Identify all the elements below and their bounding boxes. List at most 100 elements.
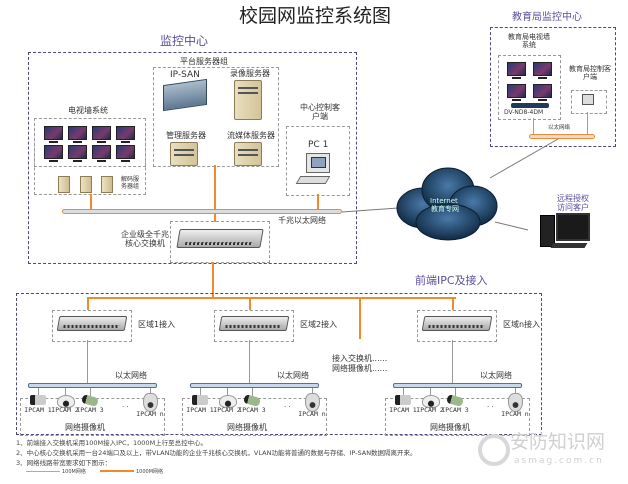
decoder-model-label: DV-ND8-4DM [504, 109, 544, 116]
monitor-icon [92, 126, 111, 143]
ptz-camera-icon [305, 393, 320, 412]
monitoring-center-box [28, 52, 357, 264]
watermark-name: 安防知识网 [510, 431, 606, 453]
camera-group-label: 网络摄像机 [65, 423, 105, 432]
watermark-url: asmag.com.cn [514, 456, 604, 466]
region-ethernet-bar [393, 383, 522, 388]
edu-tv-wall-label: 教育局电视墙系统 [508, 33, 550, 50]
edu-center-box [490, 27, 616, 147]
region-network-label: 以太网络 [277, 371, 309, 380]
streaming-server-icon [234, 142, 262, 166]
monitor-icon [533, 62, 552, 79]
box-camera-icon [395, 395, 411, 405]
edu-network-label: 以太网络 [548, 125, 571, 131]
monitor-icon [44, 126, 63, 143]
edu-ethernet-bus [529, 134, 595, 139]
core-switch-box [170, 221, 270, 263]
camera-label: IPCAM 3 [441, 406, 469, 414]
camera-label: IPCAM 1 [186, 406, 214, 414]
camera-label: IPCAM 3 [238, 406, 266, 414]
access-switch-box [417, 310, 497, 342]
streaming-server-label: 流媒体服务器 [227, 131, 275, 140]
monitor-icon [44, 145, 63, 162]
access-switch-box [52, 310, 132, 342]
camera-label: IPCAM 2 [416, 406, 444, 414]
ipsan-label: IP-SAN [170, 70, 200, 80]
decoder-icon [511, 103, 549, 108]
server-group-label: 平台服务器组 [180, 57, 228, 66]
management-server-label: 管理服务器 [166, 131, 206, 140]
camera-label: IPCAM 1 [389, 406, 417, 414]
monitor-icon [507, 62, 526, 79]
camera-group-label: 网络摄像机 [227, 423, 267, 432]
note-3: 3、网络线路带宽要求如下图示： [16, 459, 112, 467]
pc1-label: PC 1 [308, 140, 329, 150]
ellipsis: · · [284, 403, 291, 411]
pc-icon [582, 94, 594, 105]
region-switch-label: 区域n接入 [503, 320, 541, 329]
watermark-logo-icon [478, 434, 510, 466]
ptz-camera-icon [508, 393, 523, 412]
edu-tv-wall-box [498, 55, 561, 120]
pc-tower-icon [540, 215, 555, 247]
camera-label: IPCAM n [298, 410, 326, 418]
region-network-label: 以太网络 [480, 371, 512, 380]
access-switch-icon [56, 316, 128, 331]
camera-label: IPCAM n [501, 410, 529, 418]
access-switch-box [214, 310, 294, 342]
remote-pc-monitor-icon [556, 213, 590, 241]
camera-label: IPCAM 3 [76, 406, 104, 414]
gigabit-ethernet-bus [62, 209, 342, 214]
camera-label: IPCAM 2 [51, 406, 79, 414]
control-client-label: 中心控制客户端 [300, 103, 340, 122]
gigabit-network-label: 千兆以太网络 [278, 216, 326, 225]
record-server-icon [234, 80, 262, 120]
camera-label: IPCAM 1 [24, 406, 52, 414]
monitor-icon [92, 145, 111, 162]
monitor-icon [68, 126, 87, 143]
edu-center-label: 教育局监控中心 [512, 12, 582, 23]
region-network-label: 以太网络 [115, 371, 147, 380]
dome-camera-icon [219, 395, 237, 408]
record-server-label: 录像服务器 [230, 69, 270, 78]
monitoring-center-label: 监控中心 [160, 34, 209, 48]
legend-1000m-label: 1000M网络 [136, 469, 164, 475]
server-group-box [153, 67, 279, 167]
camera-label: IPCAM n [136, 410, 164, 418]
monitor-icon [533, 84, 552, 101]
camera-label: IPCAM 2 [213, 406, 241, 414]
more-switches-text: 接入交换机...... [332, 354, 388, 363]
note-2: 2、中心核心交换机采用一台24端口及以上，带VLAN功能的企业千兆核心交换机，V… [16, 449, 417, 457]
internet-cloud-icon [396, 167, 498, 241]
cloud-label-internet: Internet [430, 197, 458, 205]
frontend-label: 前端IPC及接入 [415, 274, 488, 287]
region-switch-label: 区域2接入 [300, 320, 338, 329]
legend-100m-line [26, 471, 60, 472]
legend-1000m-line [100, 470, 134, 472]
core-switch-label: 企业级全千兆核心交换机 [121, 230, 169, 249]
frontend-box [16, 293, 542, 435]
monitor-icon [116, 126, 135, 143]
note-1: 1、前端接入交换机采用100M接入IPC，1000M上行至总控中心。 [16, 439, 208, 447]
decoder-server-icon [58, 176, 70, 193]
box-camera-icon [30, 395, 46, 405]
monitor-icon [507, 84, 526, 101]
keyboard-icon [550, 243, 588, 248]
decoder-server-icon [80, 176, 92, 193]
access-switch-icon [218, 316, 290, 331]
dome-camera-icon [57, 395, 75, 408]
decoder-server-icon [101, 176, 113, 193]
box-camera-icon [192, 395, 208, 405]
region-switch-label: 区域1接入 [138, 320, 176, 329]
monitor-icon [68, 145, 87, 162]
camera-group-label: 网络摄像机 [430, 423, 470, 432]
ellipsis: · · [122, 403, 129, 411]
diagram-title: 校园网监控系统图 [238, 5, 391, 27]
decoder-group-label: 解码服务器组 [120, 176, 139, 190]
edu-client-label: 教育局控制客户端 [569, 65, 611, 82]
cloud-label-edu-net: 教育专网 [431, 205, 459, 213]
region-ethernet-bar [190, 383, 319, 388]
ptz-camera-icon [143, 393, 158, 412]
